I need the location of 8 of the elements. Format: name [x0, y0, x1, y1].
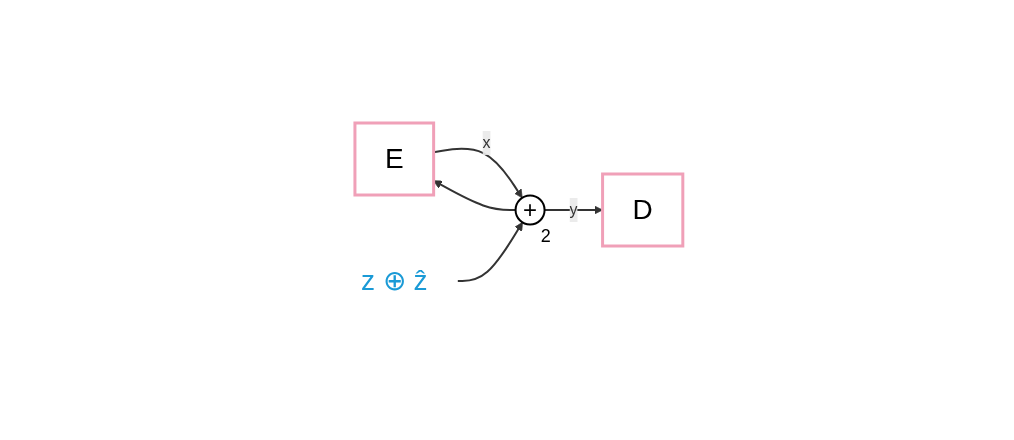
node-circle: +: [514, 194, 546, 226]
edge-label: x: [482, 134, 491, 151]
edge-label: y: [569, 201, 578, 218]
node-annotation: 2: [540, 226, 551, 245]
arrow: [456, 221, 523, 282]
node-box: D: [601, 172, 685, 248]
node-text: z ⊕ ẑ: [361, 265, 428, 296]
node-box: E: [353, 121, 436, 197]
